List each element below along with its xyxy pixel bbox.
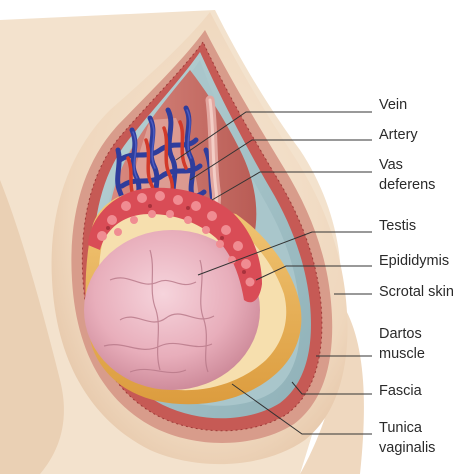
label-epididymis: Epididymis (379, 253, 449, 270)
label-vas-deferens-line1: Vas (379, 157, 403, 174)
label-vein: Vein (379, 97, 407, 114)
label-dartos-line2: muscle (379, 346, 425, 363)
label-testis: Testis (379, 218, 416, 235)
label-dartos-line1: Dartos (379, 326, 422, 343)
label-vas-deferens-line2: deferens (379, 177, 435, 194)
label-scrotal-skin: Scrotal skin (379, 284, 454, 301)
label-fascia: Fascia (379, 383, 422, 400)
label-tunica-line2: vaginalis (379, 440, 435, 457)
label-artery: Artery (379, 127, 418, 144)
label-tunica-line1: Tunica (379, 420, 422, 437)
